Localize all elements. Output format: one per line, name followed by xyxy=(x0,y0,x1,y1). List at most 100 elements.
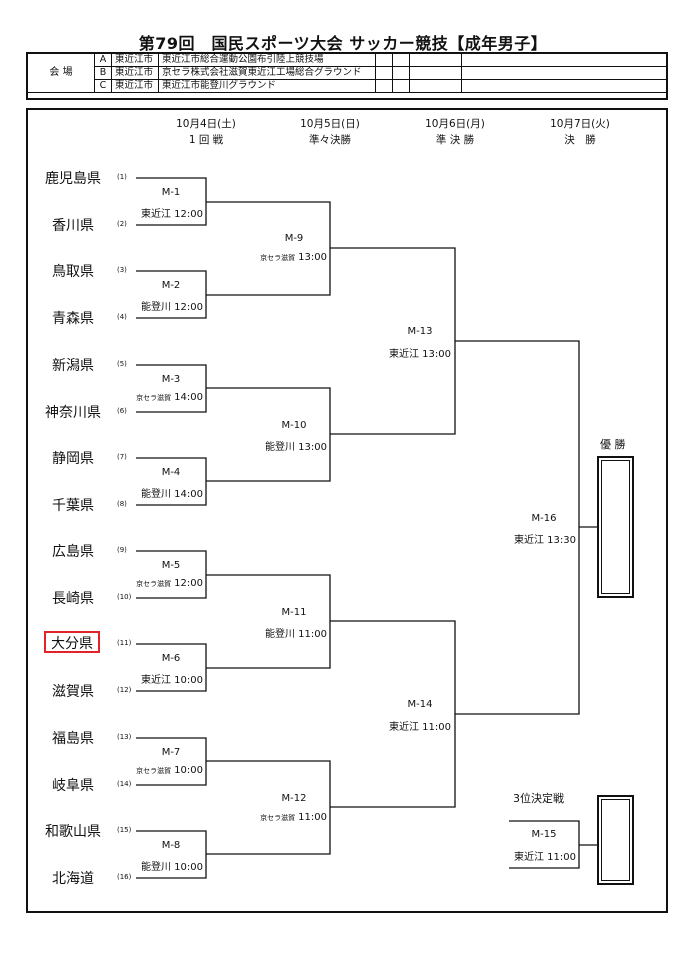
match-venue: 能登川 xyxy=(264,442,295,453)
line-m3 xyxy=(136,364,207,413)
team-14: 岐阜県 xyxy=(52,778,94,794)
round-date: 10月4日(土) xyxy=(176,118,236,130)
seed-6: (6) xyxy=(117,407,127,415)
venue-label: 会 場 xyxy=(27,53,95,93)
line-m7 xyxy=(136,737,207,786)
line-m16 xyxy=(455,340,580,715)
match-id-m12: M-12 xyxy=(281,793,307,804)
match-venue: 東近江 xyxy=(140,209,171,220)
team-13: 福島県 xyxy=(52,731,94,747)
match-time: 12:00 xyxy=(174,578,203,589)
match-id-m15: M-15 xyxy=(531,829,557,840)
match-venue-small: 京セラ滋賀 xyxy=(136,580,172,588)
seed-1: (1) xyxy=(117,173,127,181)
champion-label: 優 勝 xyxy=(600,438,626,451)
match-id-m4: M-4 xyxy=(161,467,181,478)
third-place-box-inner xyxy=(601,799,630,881)
seed-13: (13) xyxy=(117,733,132,741)
match-info-m10: 能登川 13:00 xyxy=(265,438,327,453)
match-venue: 東近江 xyxy=(140,675,171,686)
match-info-m14: 東近江 11:00 xyxy=(389,718,451,733)
match-time: 12:00 xyxy=(174,209,203,220)
match-time: 13:00 xyxy=(298,442,327,453)
seed-4: (4) xyxy=(117,313,127,321)
match-venue-small: 京セラ滋賀 xyxy=(136,394,172,402)
match-time: 13:30 xyxy=(547,535,576,546)
match-venue: 東近江 xyxy=(513,535,544,546)
match-venue: 能登川 xyxy=(140,862,171,873)
round-name: 準々決勝 xyxy=(309,134,351,146)
match-venue-small: 京セラ滋賀 xyxy=(260,254,296,262)
match-info-m1: 東近江 12:00 xyxy=(141,205,203,220)
match-time: 10:00 xyxy=(174,765,203,776)
match-time: 11:00 xyxy=(547,852,576,863)
match-id-m13: M-13 xyxy=(407,326,433,337)
team-7: 静岡県 xyxy=(52,451,94,467)
match-time: 14:00 xyxy=(174,392,203,403)
line-m5 xyxy=(136,550,207,599)
match-info-m16: 東近江 13:30 xyxy=(514,531,576,546)
line-m12 xyxy=(206,760,331,855)
team-16: 北海道 xyxy=(52,871,94,887)
round-header-3: 10月6日(月) 準 決 勝 xyxy=(395,116,515,148)
round-name: 準 決 勝 xyxy=(435,134,475,146)
champion-box-inner xyxy=(601,460,630,594)
team-2: 香川県 xyxy=(52,218,94,234)
match-id-m11: M-11 xyxy=(281,607,307,618)
line-m9 xyxy=(206,201,331,296)
team-4: 青森県 xyxy=(52,311,94,327)
match-time: 10:00 xyxy=(174,862,203,873)
bracket-frame xyxy=(26,108,668,913)
match-time: 11:00 xyxy=(298,812,327,823)
seed-14: (14) xyxy=(117,780,132,788)
match-venue: 能登川 xyxy=(140,302,171,313)
match-id-m16: M-16 xyxy=(531,513,557,524)
round-header-1: 10月4日(土) 1 回 戦 xyxy=(146,116,266,148)
line-m10 xyxy=(206,387,331,482)
match-venue-small: 京セラ滋賀 xyxy=(136,767,172,775)
seed-2: (2) xyxy=(117,220,127,228)
line-m14 xyxy=(330,620,456,808)
match-id-m7: M-7 xyxy=(161,747,181,758)
team-1: 鹿児島県 xyxy=(45,171,101,187)
line-m13 xyxy=(330,247,456,435)
team-15: 和歌山県 xyxy=(45,824,101,840)
match-id-m8: M-8 xyxy=(161,840,181,851)
seed-8: (8) xyxy=(117,500,127,508)
round-name: 1 回 戦 xyxy=(188,134,224,146)
round-date: 10月5日(日) xyxy=(300,118,360,130)
seed-3: (3) xyxy=(117,266,127,274)
match-id-m3: M-3 xyxy=(161,374,181,385)
match-time: 13:00 xyxy=(422,349,451,360)
team-11-highlighted: 大分県 xyxy=(44,631,100,653)
match-time: 10:00 xyxy=(174,675,203,686)
match-id-m6: M-6 xyxy=(161,653,181,664)
match-id-m1: M-1 xyxy=(161,187,181,198)
match-id-m10: M-10 xyxy=(281,420,307,431)
match-venue: 東近江 xyxy=(388,349,419,360)
venue-row-b: B 東近江市 京セラ株式会社滋賀東近江工場総合グラウンド xyxy=(28,66,667,80)
match-time: 14:00 xyxy=(174,489,203,500)
match-venue: 東近江 xyxy=(513,852,544,863)
venue-table: 会 場 A 東近江市 東近江市総合運動公園布引陸上競技場 B 東近江市 京セラ株… xyxy=(27,53,667,93)
round-date: 10月6日(月) xyxy=(425,118,485,130)
match-info-m15: 東近江 11:00 xyxy=(514,848,576,863)
round-date: 10月7日(火) xyxy=(550,118,610,130)
team-6: 神奈川県 xyxy=(45,405,101,421)
match-venue: 能登川 xyxy=(264,629,295,640)
seed-7: (7) xyxy=(117,453,127,461)
team-8: 千葉県 xyxy=(52,498,94,514)
team-3: 鳥取県 xyxy=(52,264,94,280)
seed-5: (5) xyxy=(117,360,127,368)
team-5: 新潟県 xyxy=(52,358,94,374)
match-venue: 能登川 xyxy=(140,489,171,500)
third-place-label: 3位決定戦 xyxy=(513,792,564,805)
match-info-m8: 能登川 10:00 xyxy=(141,858,203,873)
team-9: 広島県 xyxy=(52,544,94,560)
third-place-box xyxy=(597,795,634,885)
